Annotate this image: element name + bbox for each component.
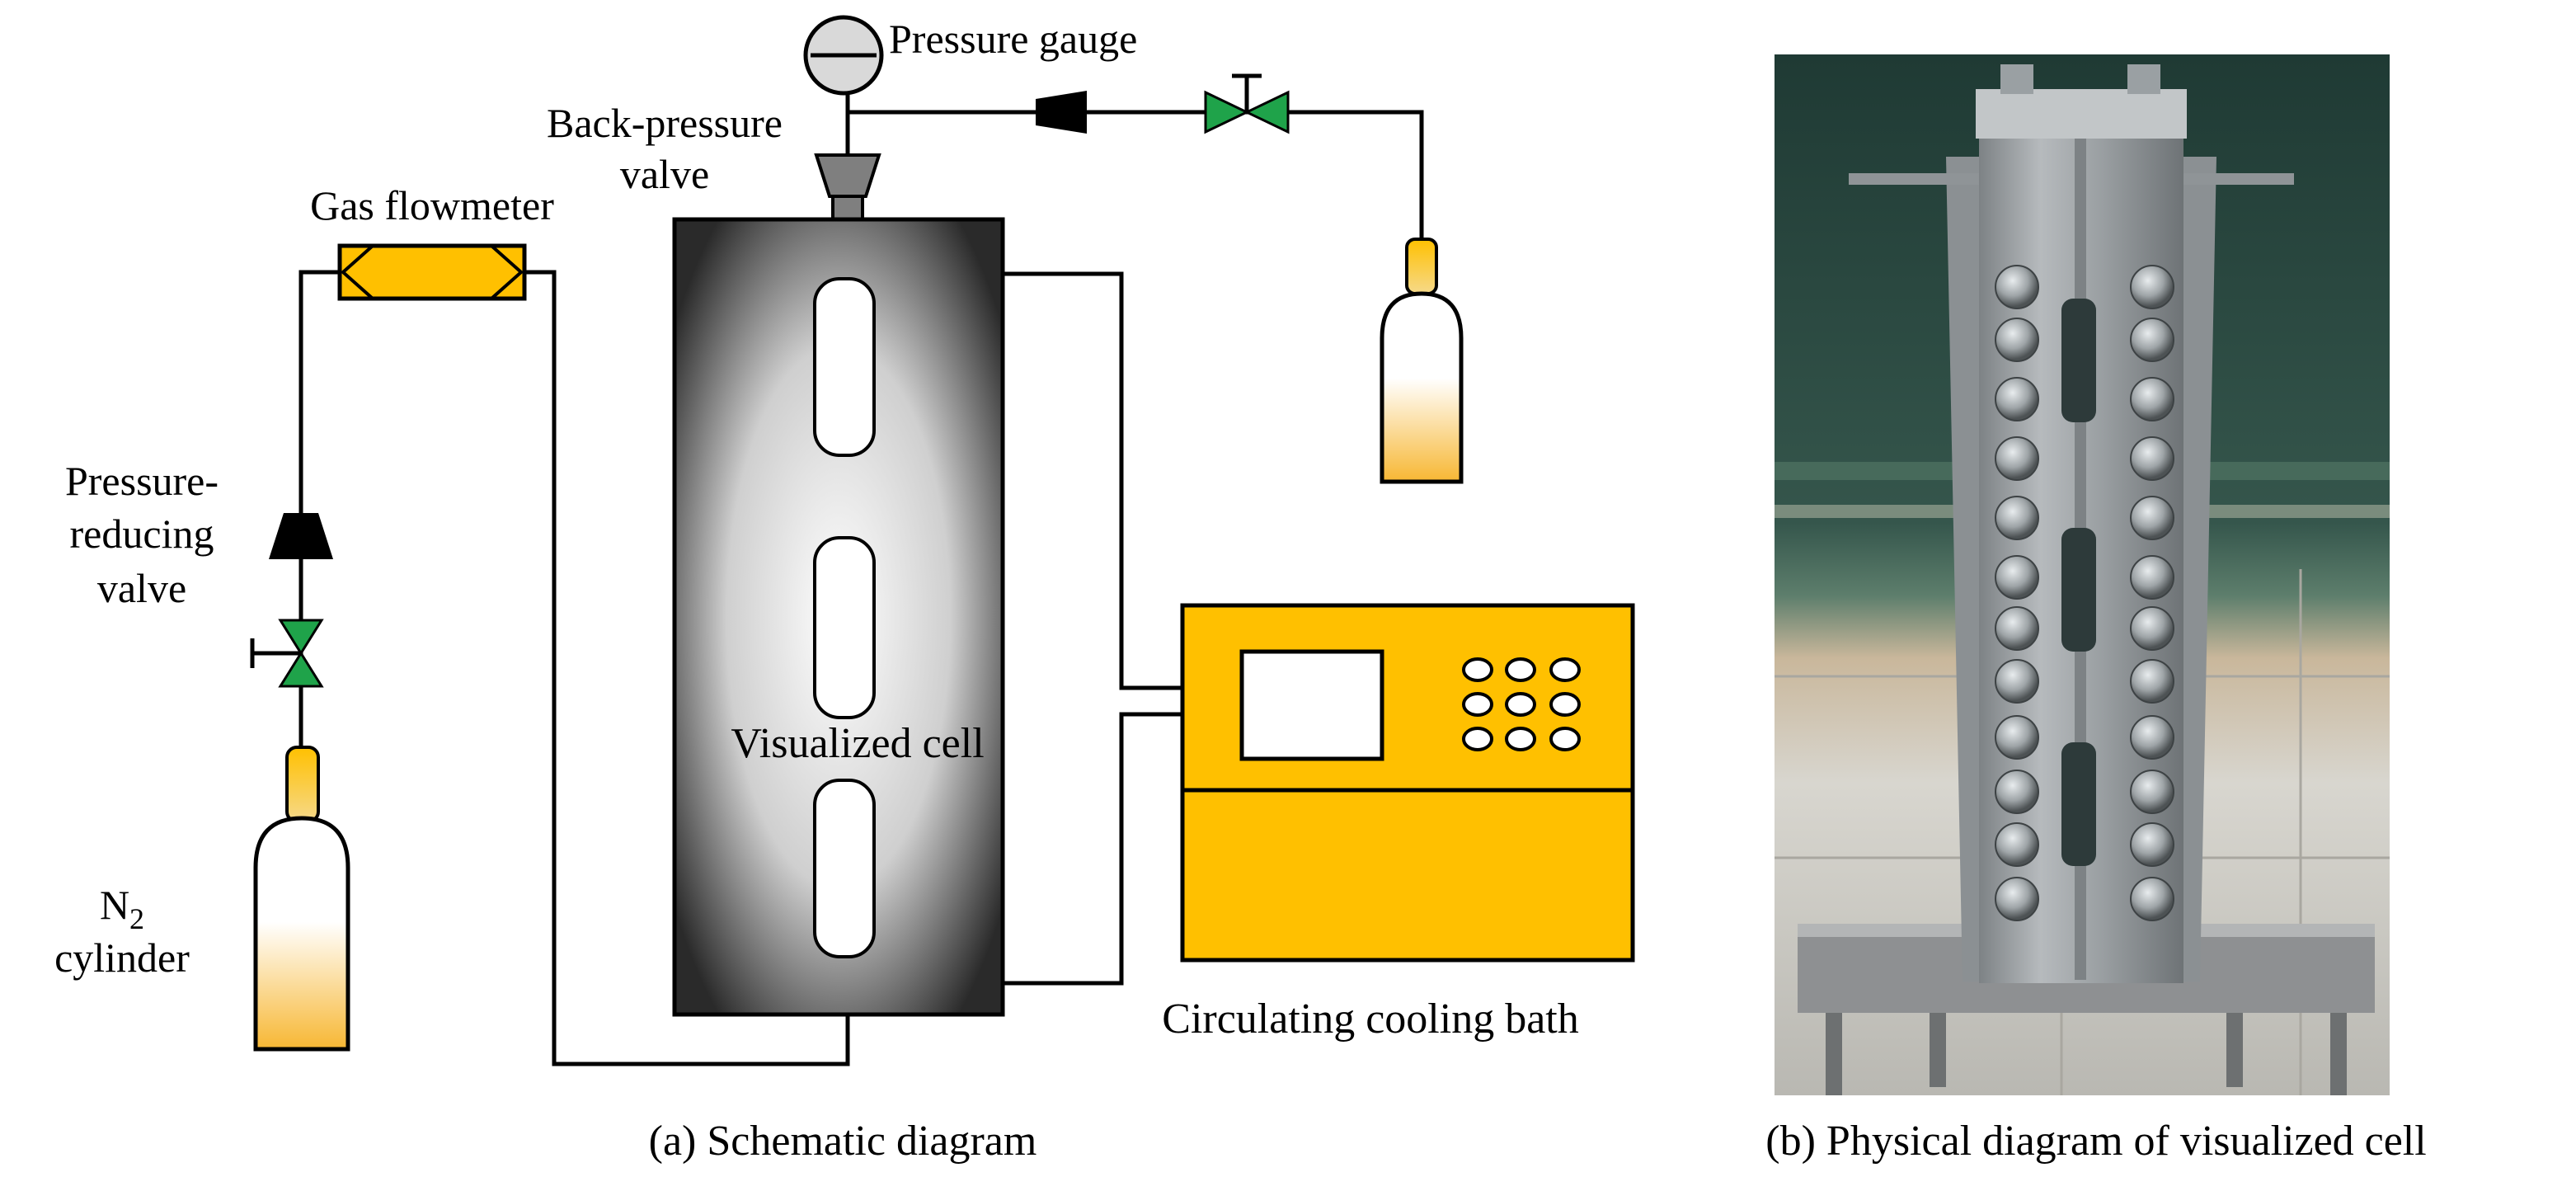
- label-cooling-bath: Circulating cooling bath: [1162, 996, 1578, 1043]
- label-gas-flowmeter: Gas flowmeter: [310, 182, 554, 228]
- label-n2: N2: [100, 882, 144, 935]
- cell-window-middle: [813, 536, 876, 719]
- check-valve-icon: [1036, 91, 1087, 134]
- pressure-gauge-icon: [803, 15, 884, 96]
- cell-window-top: [813, 277, 876, 457]
- label-pressure-reducing-line1: Pressure-: [65, 458, 219, 504]
- label-back-pressure-line2: valve: [620, 151, 709, 197]
- visualized-cell: [672, 217, 1005, 1017]
- label-pressure-gauge: Pressure gauge: [889, 16, 1137, 62]
- caption-a: (a) Schematic diagram: [649, 1118, 1037, 1165]
- cooling-bath-screen: [1239, 649, 1384, 761]
- gas-cylinder-right-icon: [1380, 238, 1464, 484]
- pressure-reducing-valve-icon: [269, 513, 333, 559]
- cooling-bath-keypad: [1462, 657, 1581, 751]
- label-cylinder: cylinder: [54, 934, 190, 981]
- label-n2-main: N: [100, 882, 129, 928]
- piping-lines: [298, 84, 1424, 1066]
- photo-bolts: [1995, 265, 2174, 921]
- back-pressure-valve-icon: [814, 153, 881, 223]
- label-pressure-reducing-line2: reducing: [70, 511, 214, 557]
- label-pressure-reducing-line3: valve: [97, 565, 186, 611]
- gas-flowmeter-icon: [337, 243, 527, 301]
- label-back-pressure-line1: Back-pressure: [547, 100, 783, 146]
- needle-valve-left-icon: [250, 619, 324, 688]
- n2-cylinder-icon: [253, 746, 350, 1052]
- cooling-bath-icon: [1180, 603, 1635, 963]
- cell-window-bottom: [813, 779, 876, 958]
- label-visualized-cell: Visualized cell: [731, 720, 984, 767]
- needle-valve-top-icon: [1204, 73, 1290, 134]
- caption-b: (b) Physical diagram of visualized cell: [1765, 1118, 2426, 1165]
- label-n2-subscript: 2: [129, 902, 144, 935]
- photo-visualized-cell: [1775, 54, 2390, 1095]
